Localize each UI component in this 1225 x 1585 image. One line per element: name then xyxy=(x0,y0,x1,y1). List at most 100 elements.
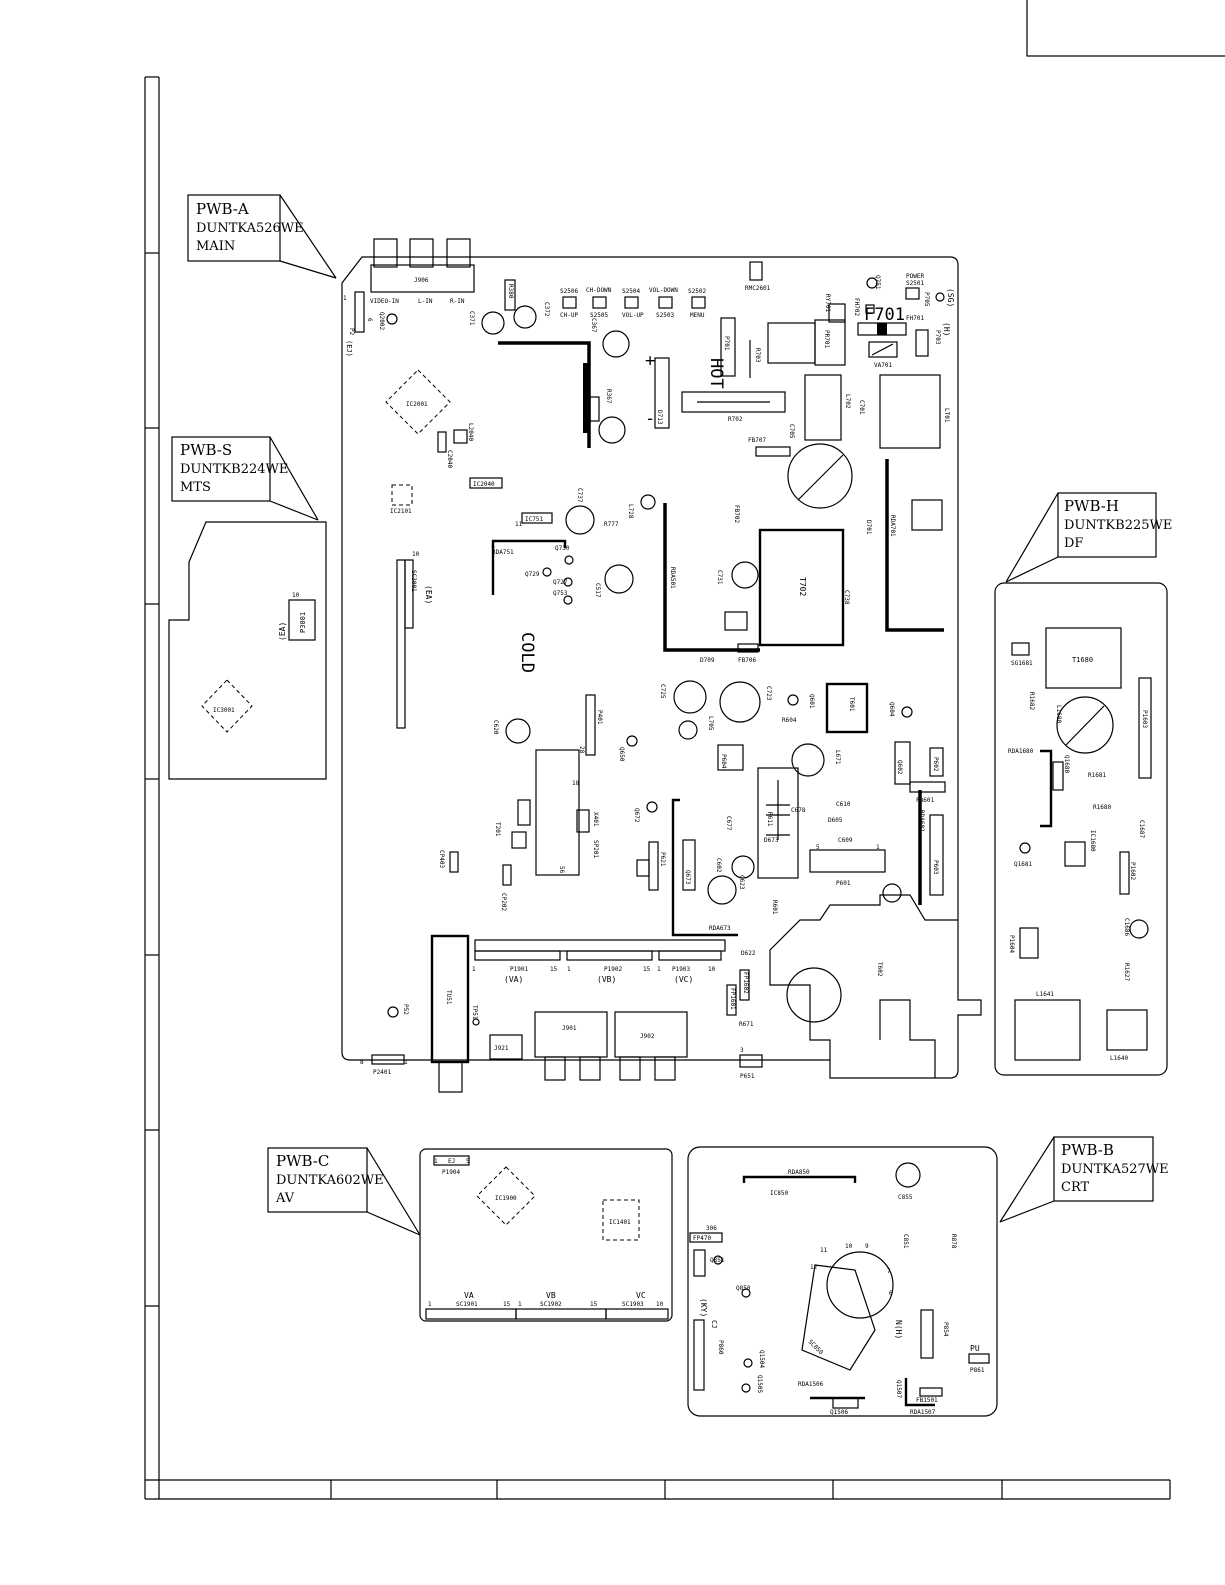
svg-text:R367: R367 xyxy=(605,389,612,404)
svg-text:1: 1 xyxy=(428,1301,432,1308)
svg-text:FB707: FB707 xyxy=(748,437,766,444)
svg-text:R1680: R1680 xyxy=(1093,804,1111,811)
board-pwb-b: RDA850 IC850 C855 C851 R878 306 FP470 Q8… xyxy=(687,1146,998,1417)
svg-text:TP51: TP51 xyxy=(471,1005,478,1020)
board-pwb-h: SG1681 T1680 R1682 L1680 P1603 RDA1680 Q… xyxy=(994,582,1168,1076)
svg-text:CP403: CP403 xyxy=(438,850,445,868)
label-pwb-b: PWB-B DUNTKA527WE CRT xyxy=(999,1136,1169,1223)
svg-text:R1681: R1681 xyxy=(1088,772,1106,779)
svg-text:S2506: S2506 xyxy=(560,288,578,295)
pwb-s-part: DUNTKB224WE xyxy=(180,462,288,477)
svg-text:IC1900: IC1900 xyxy=(495,1195,517,1202)
front-switches: S2506 CH-UP CH-DOWN S2505 S2504 VOL-UP V… xyxy=(560,287,706,319)
pwb-c-name: PWB-C xyxy=(276,1152,329,1170)
svg-text:RDA602: RDA602 xyxy=(918,810,925,832)
switch-menu xyxy=(691,296,706,309)
power-label: POWER xyxy=(906,273,924,280)
svg-text:S2503: S2503 xyxy=(656,312,674,319)
svg-text:SC1901: SC1901 xyxy=(456,1301,478,1308)
svg-text:R777: R777 xyxy=(604,521,619,528)
svg-text:J902: J902 xyxy=(640,1033,655,1040)
coil-l1641 xyxy=(1014,999,1081,1061)
svg-text:P604: P604 xyxy=(720,754,727,769)
connector-p701 xyxy=(720,317,736,377)
svg-text:L705: L705 xyxy=(707,716,714,731)
svg-text:C620: C620 xyxy=(492,720,499,735)
svg-text:RDA1507: RDA1507 xyxy=(910,1409,936,1416)
pwb-h-name: PWB-H xyxy=(1064,497,1119,515)
board-pwb-a: J906 VIDEO-IN L-IN R-IN S2506 CH-UP CH-D… xyxy=(341,238,982,1093)
svg-text:Q1681: Q1681 xyxy=(1014,861,1032,868)
svg-text:C602: C602 xyxy=(715,858,722,873)
svg-text:L2040: L2040 xyxy=(467,423,474,441)
svg-text:P860: P860 xyxy=(717,1340,724,1355)
svg-text:1: 1 xyxy=(343,295,347,302)
pwb-c-part: DUNTKA602WE xyxy=(276,1173,384,1188)
svg-text:P1602: P1602 xyxy=(1129,862,1136,880)
jack-j906: J906 VIDEO-IN L-IN R-IN xyxy=(370,238,475,305)
svg-text:(VA): (VA) xyxy=(504,975,523,984)
svg-text:IC1680: IC1680 xyxy=(1089,830,1096,852)
transformer-t1680 xyxy=(1045,627,1122,689)
svg-text:(H): (H) xyxy=(942,322,951,336)
svg-text:10: 10 xyxy=(412,551,420,558)
svg-text:C677: C677 xyxy=(725,816,732,831)
capacitor-c705 xyxy=(787,443,853,509)
svg-text:FB706: FB706 xyxy=(738,657,756,664)
svg-text:R604: R604 xyxy=(782,717,797,724)
svg-text:FP1602: FP1602 xyxy=(742,972,749,994)
svg-text:RMC2601: RMC2601 xyxy=(745,285,771,292)
svg-text:R611: R611 xyxy=(766,812,773,827)
svg-text:LT01: LT01 xyxy=(943,408,950,423)
connector-sc1902 xyxy=(515,1308,607,1320)
flyback-t602 xyxy=(786,967,842,1023)
video-in-label: VIDEO-IN xyxy=(370,298,399,305)
svg-text:D622: D622 xyxy=(741,950,756,957)
svg-text:Q753: Q753 xyxy=(553,590,568,597)
svg-text:SC3001: SC3001 xyxy=(410,570,417,592)
connector-p1904 xyxy=(433,1155,470,1166)
svg-text:5: 5 xyxy=(466,1158,470,1165)
svg-text:FB702: FB702 xyxy=(733,505,740,523)
svg-text:P2: P2 xyxy=(348,328,355,336)
label-pwb-s: PWB-S DUNTKB224WE MTS xyxy=(171,436,319,521)
svg-text:J901: J901 xyxy=(562,1025,577,1032)
svg-text:10: 10 xyxy=(292,592,300,599)
svg-text:C609: C609 xyxy=(838,837,853,844)
svg-text:306: 306 xyxy=(706,1225,717,1232)
svg-text:T602: T602 xyxy=(876,962,883,977)
connector-p651 xyxy=(739,1054,763,1068)
svg-text:(KY): (KY) xyxy=(699,1298,708,1317)
svg-text:C610: C610 xyxy=(836,801,851,808)
switch-ch-up xyxy=(562,296,577,309)
svg-text:1: 1 xyxy=(876,844,880,851)
svg-text:IC1401: IC1401 xyxy=(609,1219,631,1226)
crt-socket-sc850 xyxy=(801,1264,876,1371)
svg-text:P401: P401 xyxy=(596,710,603,725)
svg-text:C372: C372 xyxy=(543,302,550,317)
svg-text:C701: C701 xyxy=(858,400,865,415)
svg-text:1: 1 xyxy=(472,966,476,973)
svg-text:PU: PU xyxy=(970,1344,980,1353)
label-pwb-h: PWB-H DUNTKB225WE DF xyxy=(1005,492,1172,583)
svg-text:FH701: FH701 xyxy=(906,315,924,322)
pwb-a-name: PWB-A xyxy=(196,200,249,218)
svg-text:FB1501: FB1501 xyxy=(916,1397,938,1404)
pwb-h-function: DF xyxy=(1064,536,1083,551)
svg-text:P621: P621 xyxy=(659,852,666,867)
svg-text:L702: L702 xyxy=(844,394,851,409)
svg-text:J921: J921 xyxy=(494,1045,509,1052)
board-pwb-c: 1 EJ 5 P1904 IC1900 IC1401 VA VB VC 1 SC… xyxy=(419,1148,673,1322)
bridge-d713 xyxy=(654,357,670,429)
svg-text:T601: T601 xyxy=(848,697,855,712)
svg-text:C367: C367 xyxy=(590,318,597,333)
coil-l1640 xyxy=(1106,1009,1148,1051)
svg-text:Q604: Q604 xyxy=(888,702,895,717)
svg-text:Q1680: Q1680 xyxy=(1063,755,1070,773)
svg-text:C738: C738 xyxy=(843,590,850,605)
svg-text:9: 9 xyxy=(865,1243,869,1250)
svg-text:R380: R380 xyxy=(507,284,514,299)
connector-p3001 xyxy=(288,599,316,641)
svg-text:C737: C737 xyxy=(576,488,583,503)
svg-text:RDA1506: RDA1506 xyxy=(798,1381,824,1388)
